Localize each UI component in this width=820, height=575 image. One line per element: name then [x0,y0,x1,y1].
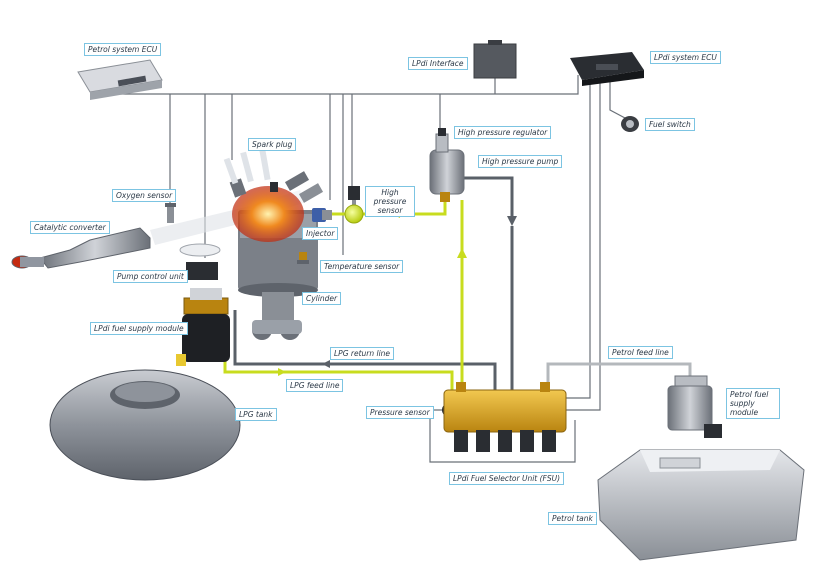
label-petrol-fuel-supply-module: Petrol fuel supply module [726,388,780,419]
lpdi-interface-device [473,40,517,79]
petrol-feed-line [546,362,692,388]
label-lpdi-fuel-selector-unit: LPdi Fuel Selector Unit (FSU) [449,472,565,485]
fsu-wire-b [565,78,601,411]
label-catalytic-converter: Catalytic converter [30,221,110,234]
label-petrol-feed-line: Petrol feed line [608,346,673,359]
petrol-lines [546,362,692,388]
label-high-pressure-pump: High pressure pump [478,155,563,168]
feed-arrow-right [278,368,286,376]
fsu-wire-a [565,78,591,399]
label-petrol-system-ecu: Petrol system ECU [84,43,162,56]
temperature-sensor-device [297,252,309,264]
label-lpg-tank: LPG tank [235,408,277,421]
label-lpdi-system-ecu: LPdi system ECU [650,51,721,64]
fuel-switch-device [621,116,639,132]
lpdi-ecu-device [570,52,644,86]
label-temperature-sensor: Temperature sensor [320,260,404,273]
signal-wires [120,75,626,463]
ecu-bus-wire [120,75,579,95]
return-arrow-down [507,216,517,226]
hp-sensor-device [348,186,360,208]
petrol-ecu-device [77,59,163,100]
label-spark-plug: Spark plug [248,138,297,151]
hp-pump-device [429,128,465,202]
label-lpg-feed-line: LPG feed line [286,379,344,392]
return-lines [233,176,517,392]
engine-cylinder [229,171,324,340]
fuel-switch-wire [609,80,626,119]
label-pump-control-unit: Pump control unit [113,270,188,283]
pump-control-unit-device [179,243,221,280]
label-high-pressure-sensor: High pressure sensor [365,186,415,217]
label-pressure-sensor: Pressure sensor [366,406,434,419]
label-fuel-switch: Fuel switch [645,118,695,131]
lpg-return-line [233,310,497,392]
oxygen-sensor-device [165,203,176,223]
label-injector: Injector [302,227,339,240]
petrol-fuel-supply-module-device [667,375,722,438]
fuel-rail-ball [344,204,364,224]
feed-arrow-up [457,248,467,258]
label-lpg-return-line: LPG return line [330,347,395,360]
lpdi-fuel-supply-module-device [176,288,230,366]
label-lpdi-fuel-supply-module: LPdi fuel supply module [90,322,188,335]
label-lpdi-interface: LPdi Interface [408,57,468,70]
fsu-device [443,382,567,452]
return-arrow-left [322,360,330,368]
label-cylinder: Cylinder [302,292,342,305]
hp-pump-return-line [463,176,514,222]
spark-plug-devices [223,149,278,192]
label-oxygen-sensor: Oxygen sensor [112,189,177,202]
pressure-sensor-wire [429,409,576,463]
label-petrol-tank: Petrol tank [548,512,597,525]
injector-device [312,208,332,222]
label-high-pressure-regulator: High pressure regulator [454,126,552,139]
petrol-tank-device [597,449,805,561]
lpg-tank-device [49,369,241,481]
